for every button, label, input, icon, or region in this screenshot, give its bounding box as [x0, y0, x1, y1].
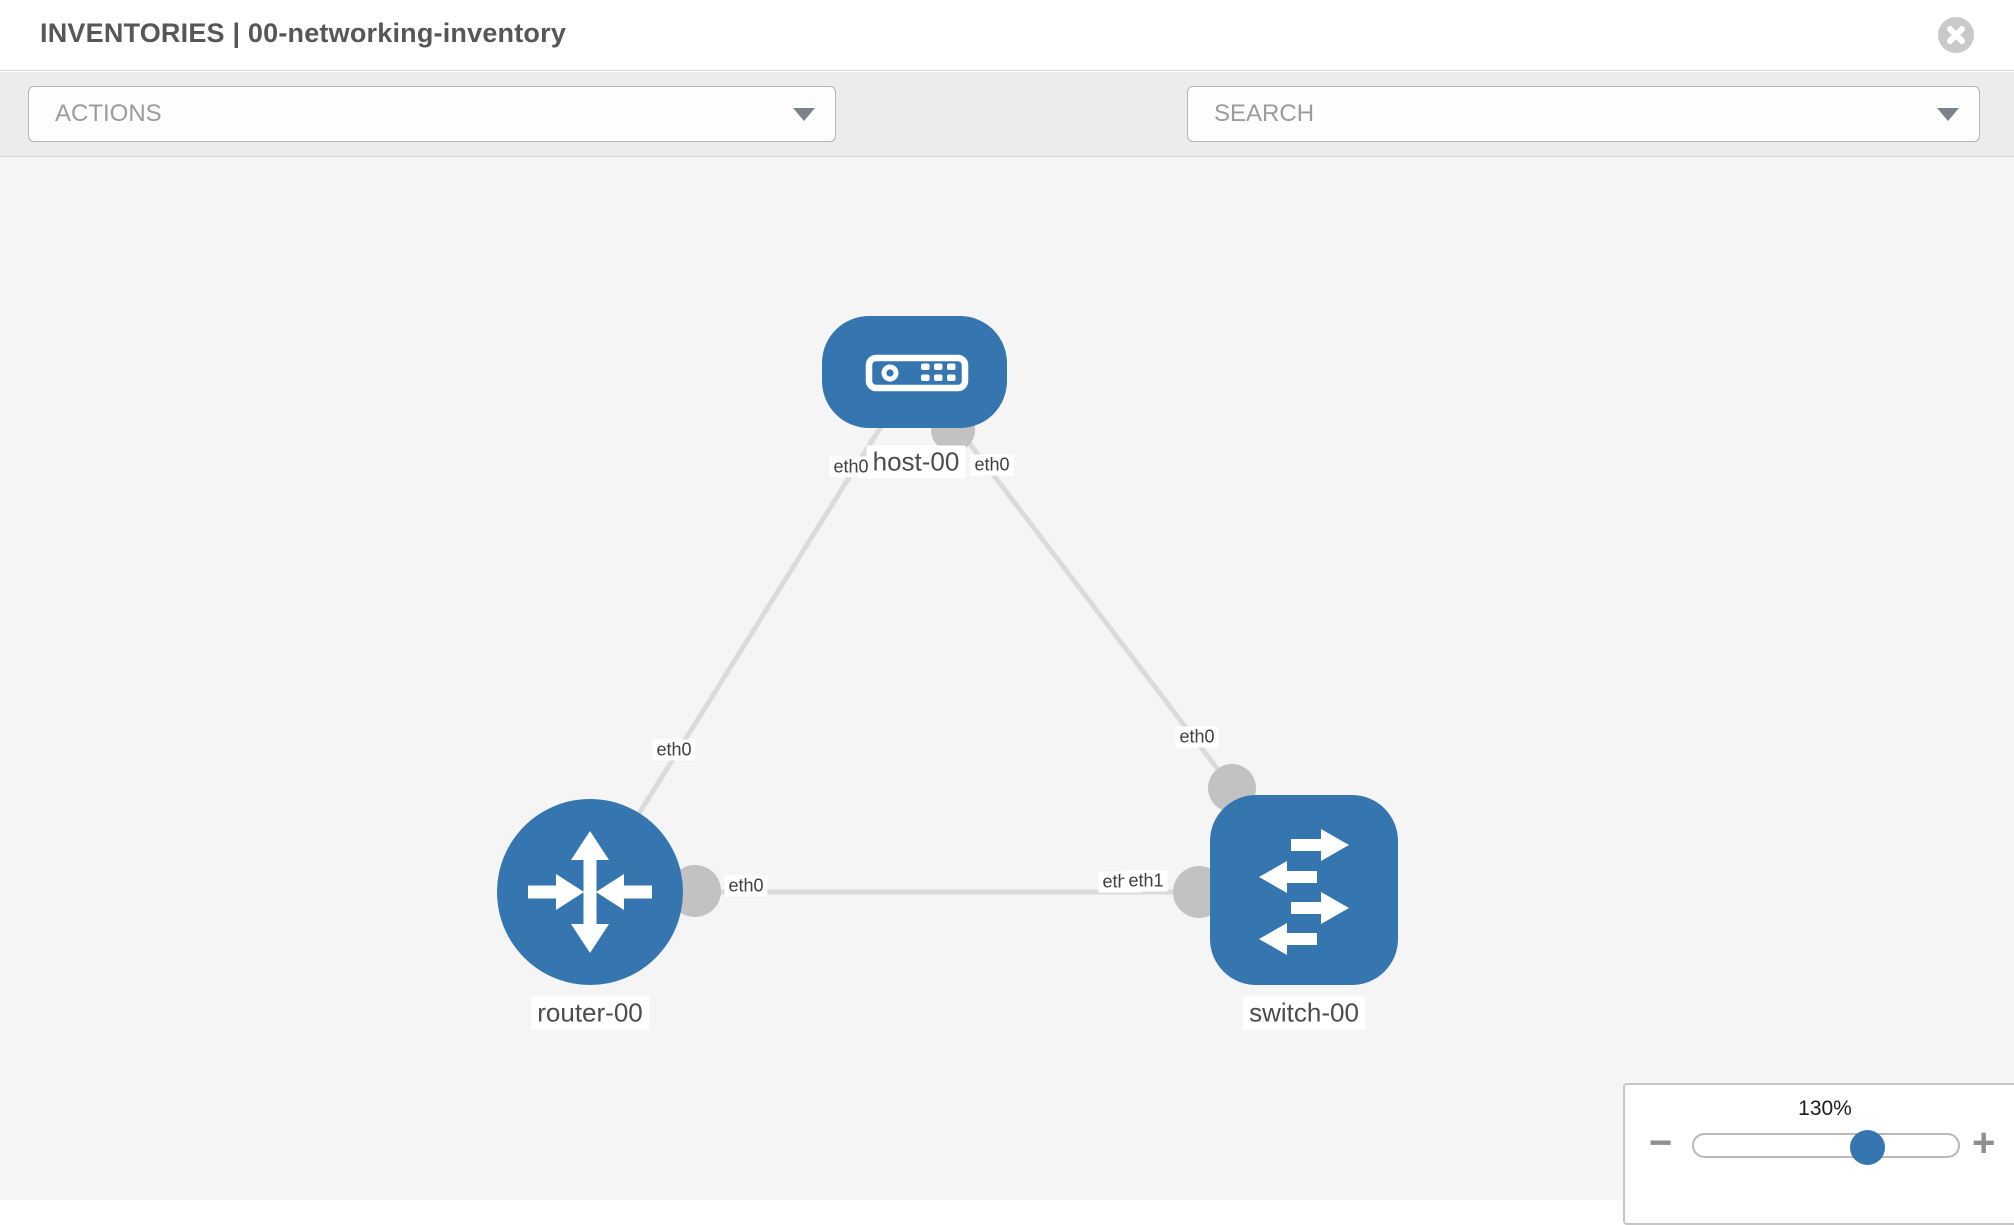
node-label-host: host-00: [866, 445, 966, 479]
if-label-host-to-router: eth0: [829, 456, 873, 478]
router-arrows-icon: [528, 831, 652, 953]
if-label-router-to-switch: eth0: [724, 875, 768, 897]
if-label-switch-to-router: eth1: [1124, 870, 1168, 892]
close-icon: [1947, 26, 1965, 44]
zoom-panel: 130% − +: [1623, 1083, 2014, 1225]
search-dropdown[interactable]: SEARCH: [1187, 86, 1980, 142]
search-dropdown-label: SEARCH: [1214, 100, 1315, 127]
if-label-router-to-host: eth0: [652, 739, 696, 761]
if-label-host-to-switch: eth0: [970, 454, 1014, 476]
topology-canvas[interactable]: host-00 router-00 switch-00 eth0 eth0 et…: [0, 157, 2014, 1225]
chevron-down-icon: [793, 108, 815, 121]
zoom-out-button[interactable]: −: [1649, 1121, 1673, 1165]
node-label-router: router-00: [531, 996, 649, 1030]
close-button[interactable]: [1938, 17, 1974, 53]
topology-graph: [497, 316, 1398, 985]
zoom-level: 130%: [1798, 1097, 1852, 1120]
page-title: INVENTORIES | 00-networking-inventory: [40, 18, 567, 48]
node-switch-00[interactable]: [1210, 795, 1398, 985]
node-label-switch: switch-00: [1243, 996, 1365, 1030]
zoom-slider-thumb[interactable]: [1850, 1130, 1885, 1165]
chevron-down-icon: [1937, 108, 1959, 121]
node-host-00[interactable]: [822, 316, 1007, 428]
toolbar: ACTIONS SEARCH: [0, 72, 2014, 190]
header: INVENTORIES | 00-networking-inventory: [0, 0, 2014, 71]
zoom-in-button[interactable]: +: [1972, 1121, 1996, 1165]
actions-dropdown-label: ACTIONS: [55, 100, 162, 127]
switch-arrows-icon: [1259, 829, 1349, 955]
server-icon: [865, 354, 969, 392]
if-label-switch-to-host: eth0: [1175, 726, 1219, 748]
zoom-slider[interactable]: [1692, 1130, 1960, 1165]
actions-dropdown[interactable]: ACTIONS: [28, 86, 836, 142]
node-router-00[interactable]: [497, 799, 683, 985]
